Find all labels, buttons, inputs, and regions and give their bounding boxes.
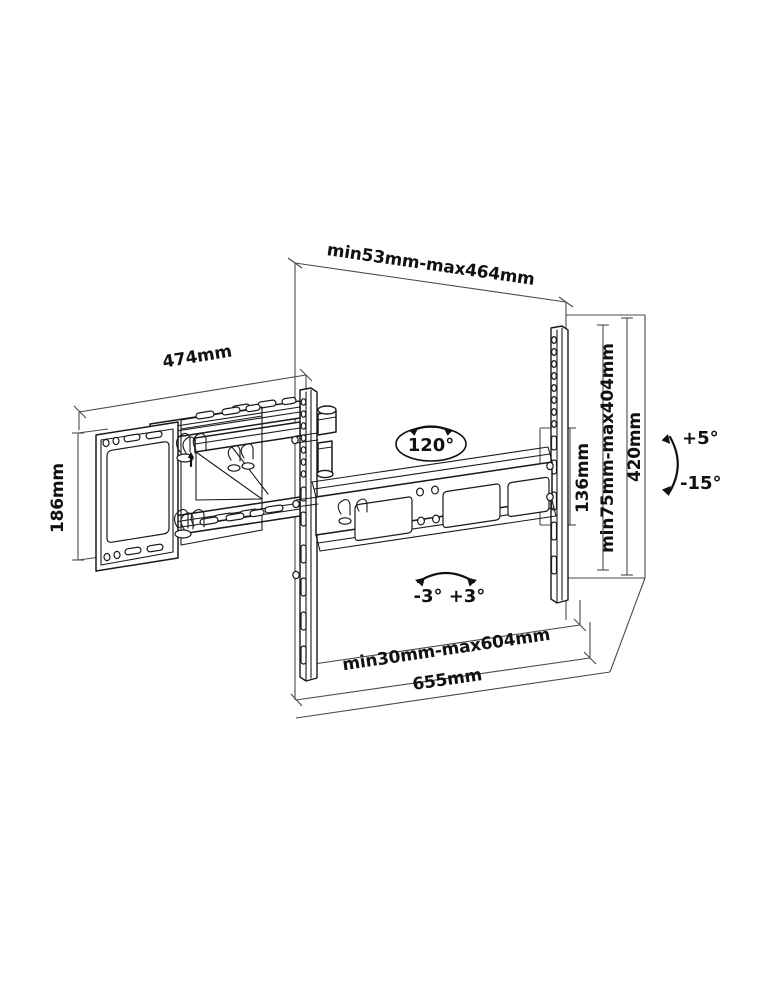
tilt-down-label: -15°: [680, 473, 722, 494]
dim-overall-width-label: 655mm: [411, 665, 483, 695]
roll-indicator: -3° +3°: [414, 571, 486, 607]
roll-right-label: +3°: [449, 586, 486, 607]
wall-rail-right: [550, 325, 569, 604]
swivel-indicator: 120°: [395, 425, 467, 462]
panel-hooks: [173, 432, 255, 539]
tilt-indicator: +5° -15°: [661, 428, 722, 496]
tv-mount-plate: [311, 446, 557, 552]
dim-arm-length-label: 474mm: [161, 342, 233, 373]
tilt-up-label: +5°: [682, 428, 719, 449]
dim-vertical-travel-label: min75mm-max404mm: [598, 343, 618, 553]
dim-rail-height-label: 420mm: [625, 412, 645, 482]
cross-connectors: [291, 432, 319, 580]
tv-panel-plate-left: [95, 421, 179, 572]
dimension-framework: [72, 257, 646, 719]
mount-assembly: [95, 325, 569, 682]
right-rail-fasteners: [546, 461, 554, 502]
pivot-joint: [316, 405, 368, 525]
roll-left-label: -3°: [414, 586, 443, 607]
dim-rail-hole-spacing-label: 136mm: [573, 443, 593, 513]
swivel-angle-label: 120°: [408, 435, 455, 456]
tv-panel-plate-rear: [180, 403, 265, 546]
wall-rail-left: [299, 387, 318, 682]
dim-plate-height-label: 186mm: [48, 463, 68, 533]
